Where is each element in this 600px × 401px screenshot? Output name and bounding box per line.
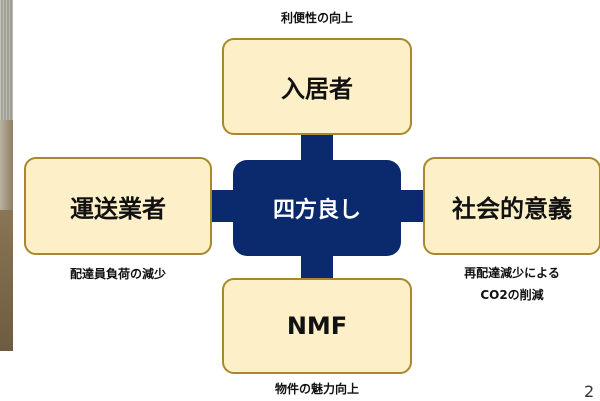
background-photo (0, 0, 13, 351)
caption-right-line1: 再配達減少による (464, 266, 560, 280)
page-number: 2 (584, 382, 595, 401)
box-carrier: 運送業者 (24, 157, 212, 255)
caption-right-line2: CO2の削減 (480, 288, 544, 302)
box-social-significance: 社会的意義 (423, 157, 600, 255)
caption-top: 利便性の向上 (280, 11, 353, 25)
box-resident: 入居者 (222, 38, 412, 135)
caption-bottom: 物件の魅力向上 (274, 382, 359, 396)
caption-left: 配達員負荷の減少 (69, 267, 166, 281)
center-four-way-benefit: 四方良し (233, 160, 401, 256)
box-nmf: NMF (222, 278, 412, 374)
